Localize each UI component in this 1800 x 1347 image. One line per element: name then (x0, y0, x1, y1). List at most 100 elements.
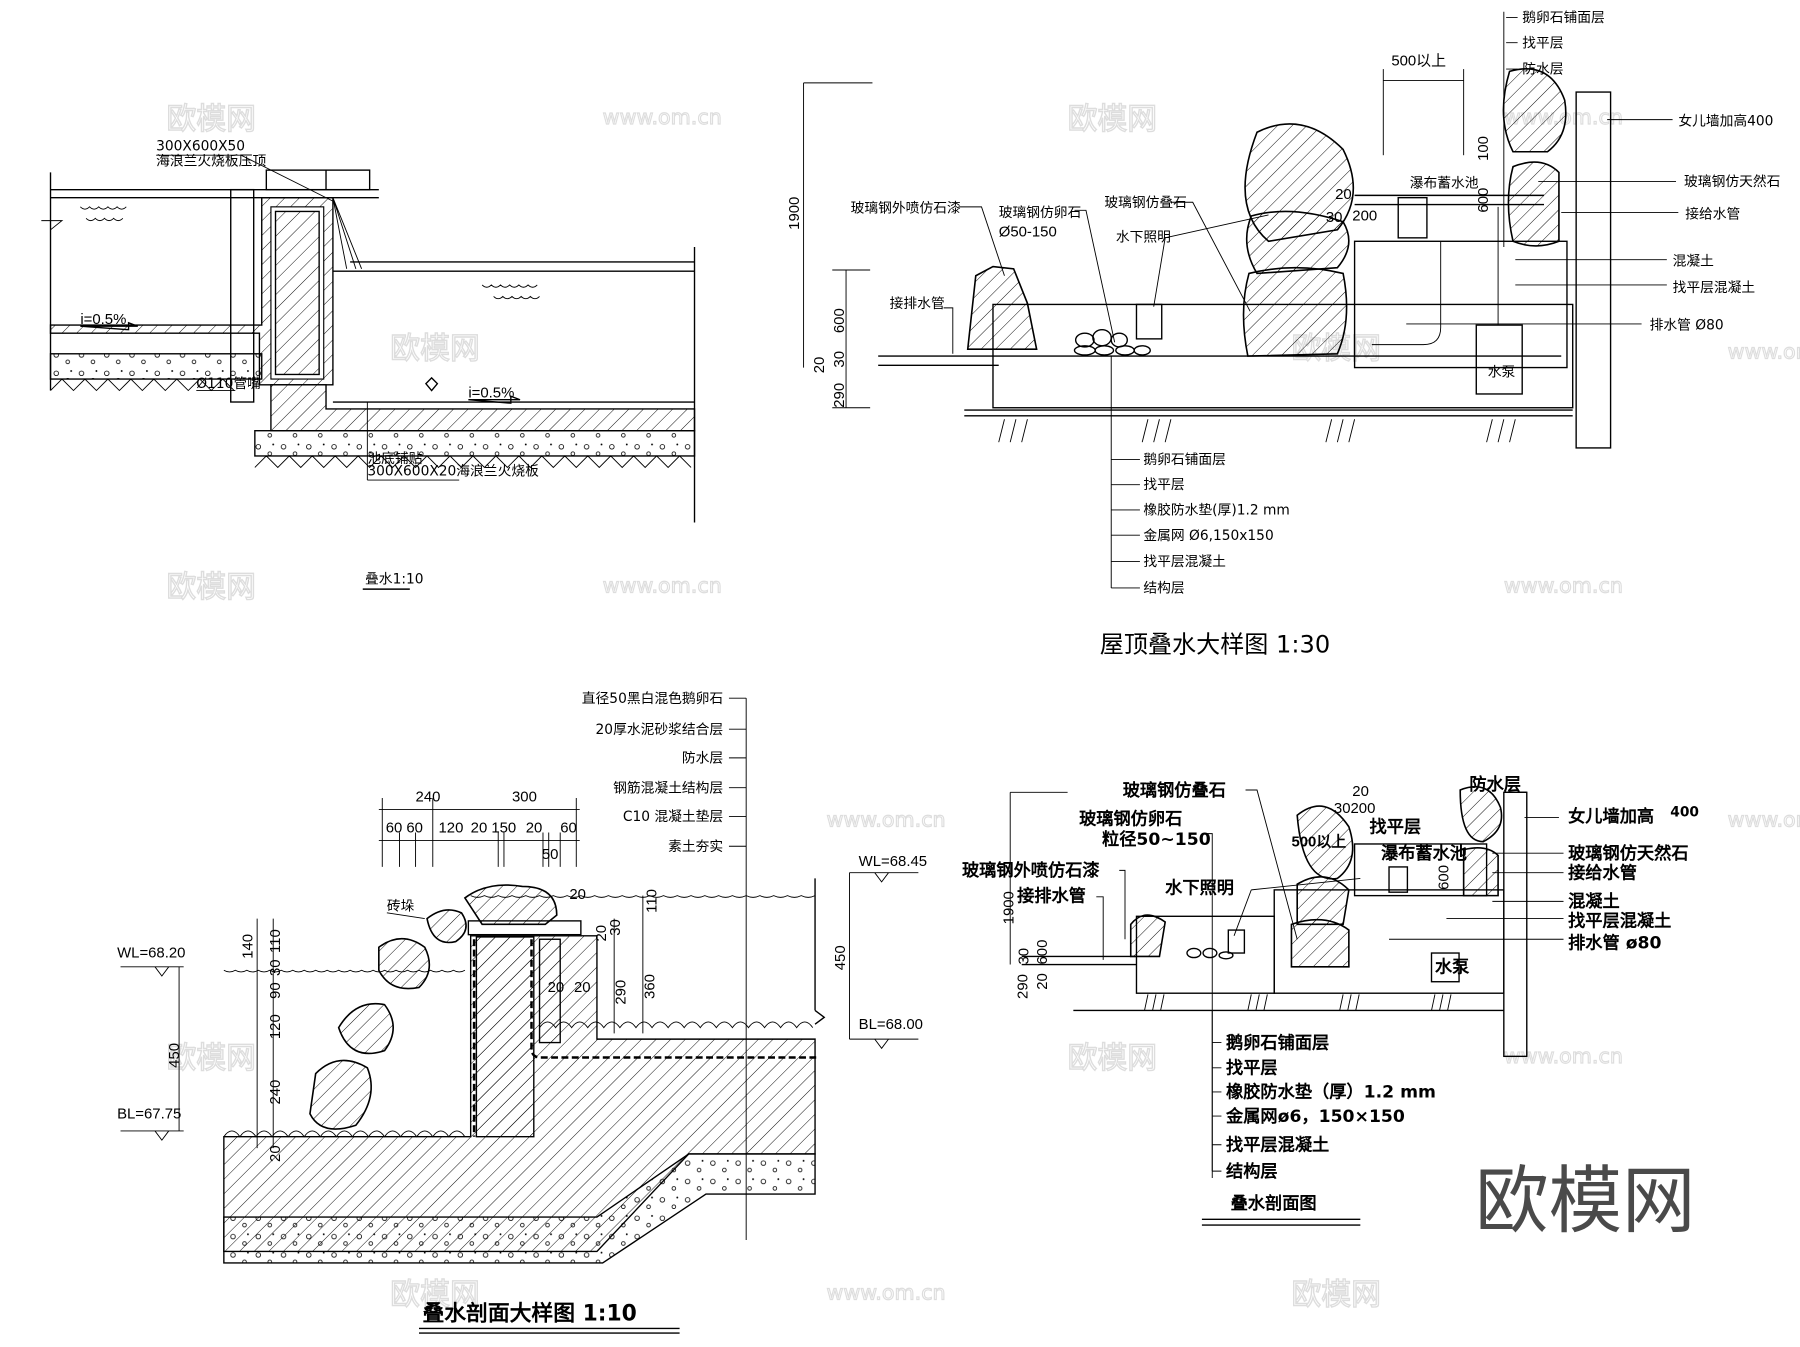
svg-text:欧模网: 欧模网 (166, 102, 255, 137)
svg-text:20: 20 (1335, 186, 1352, 203)
svg-text:金属网 Ø6,150x150: 金属网 Ø6,150x150 (1143, 528, 1273, 544)
cobbles (1073, 328, 1151, 356)
svg-text:20: 20 (526, 819, 543, 836)
svg-text:240: 240 (416, 788, 441, 805)
svg-text:玻璃钢仿天然石: 玻璃钢仿天然石 (1568, 843, 1688, 864)
svg-text:300X600X50: 300X600X50 (156, 139, 245, 155)
svg-text:20: 20 (569, 886, 586, 903)
svg-text:60: 60 (386, 819, 403, 836)
svg-text:找平层混凝土: 找平层混凝土 (1568, 911, 1671, 932)
svg-text:结构层: 结构层 (1226, 1161, 1278, 1182)
svg-text:Ø110管嘴: Ø110管嘴 (196, 376, 261, 392)
svg-text:粒径50~150: 粒径50~150 (1102, 829, 1211, 850)
svg-text:瀑布蓄水池: 瀑布蓄水池 (1381, 843, 1467, 864)
drawing2-title: 屋顶叠水大样图 1:30 (1100, 630, 1330, 658)
svg-text:450: 450 (166, 1043, 183, 1068)
svg-text:找平层混凝土: 找平层混凝土 (1226, 1134, 1329, 1155)
svg-text:140: 140 (240, 934, 257, 959)
svg-text:排水管 ø80: 排水管 ø80 (1568, 932, 1661, 953)
svg-text:110: 110 (644, 889, 661, 913)
svg-text:鹅卵石铺面层: 鹅卵石铺面层 (1143, 451, 1226, 468)
svg-text:欧模网: 欧模网 (390, 1277, 479, 1312)
svg-text:水下照明: 水下照明 (1165, 877, 1234, 898)
svg-text:600: 600 (1436, 865, 1453, 890)
svg-text:30: 30 (1326, 209, 1343, 226)
svg-text:找平层: 找平层 (1226, 1058, 1278, 1079)
svg-text:鹅卵石铺面层: 鹅卵石铺面层 (1522, 9, 1605, 26)
drawing-cascade-1-10: i=0.5% i=0.5% 300X600X50 海浪兰火烧板压顶 Ø110管嘴… (41, 139, 696, 590)
svg-text:90: 90 (267, 982, 284, 999)
svg-text:150: 150 (491, 819, 516, 836)
svg-text:女儿墙加高: 女儿墙加高 (1568, 806, 1654, 827)
svg-text:欧模网: 欧模网 (390, 331, 479, 366)
svg-text:300: 300 (512, 788, 537, 805)
watermarks: 欧模网 www.om.cn 欧模网 www.om.cn 欧模网 欧模网 www.… (166, 101, 1800, 1313)
svg-text:防水层: 防水层 (1522, 62, 1563, 78)
svg-text:直径50黑白混色鹅卵石: 直径50黑白混色鹅卵石 (582, 690, 723, 707)
svg-text:接给水管: 接给水管 (1685, 205, 1740, 222)
svg-text:池底铺贴: 池底铺贴 (367, 451, 422, 467)
svg-text:290: 290 (831, 383, 848, 408)
svg-text:www.om.cn: www.om.cn (603, 105, 722, 129)
svg-text:橡胶防水垫(厚)1.2 mm: 橡胶防水垫(厚)1.2 mm (1143, 502, 1289, 519)
svg-text:防水层: 防水层 (1469, 774, 1521, 795)
svg-text:100: 100 (1475, 136, 1492, 161)
svg-text:200: 200 (1352, 208, 1377, 225)
svg-text:500以上: 500以上 (1391, 53, 1446, 70)
svg-text:www.om.cn: www.om.cn (1504, 574, 1623, 598)
svg-text:400: 400 (1670, 804, 1699, 820)
layer-list-section: 直径50黑白混色鹅卵石 20厚水泥砂浆结合层 防水层 钢筋混凝土结构层 C10 … (582, 690, 747, 1241)
svg-text:290: 290 (613, 980, 630, 1005)
svg-text:20: 20 (1034, 973, 1051, 990)
svg-text:20: 20 (574, 979, 591, 996)
svg-text:玻璃钢仿卵石: 玻璃钢仿卵石 (1079, 808, 1182, 829)
svg-text:30: 30 (607, 919, 624, 936)
svg-text:欧模网: 欧模网 (166, 570, 255, 605)
svg-text:防水层: 防水层 (682, 750, 723, 766)
svg-text:玻璃钢外喷仿石漆: 玻璃钢外喷仿石漆 (962, 860, 1100, 881)
svg-text:30: 30 (831, 351, 848, 368)
svg-text:360: 360 (641, 974, 658, 999)
svg-text:290: 290 (1014, 974, 1031, 999)
svg-text:找平层: 找平层 (1143, 477, 1184, 493)
svg-text:接排水管: 接排水管 (1017, 885, 1086, 906)
svg-text:60: 60 (406, 819, 423, 836)
svg-text:50: 50 (542, 846, 559, 863)
svg-text:玻璃钢仿叠石: 玻璃钢仿叠石 (1123, 780, 1226, 801)
layer-list-plain: 鹅卵石铺面层 找平层 橡胶防水垫（厚）1.2 mm 金属网ø6，150×150 … (1211, 1010, 1436, 1182)
svg-text:450: 450 (832, 945, 849, 970)
svg-text:水泵: 水泵 (1435, 957, 1470, 978)
svg-text:玻璃钢仿叠石: 玻璃钢仿叠石 (1104, 194, 1187, 211)
svg-text:www.om.cn: www.om.cn (1728, 808, 1800, 832)
svg-text:混凝土: 混凝土 (1673, 253, 1715, 269)
svg-text:300X600X20海浪兰火烧板: 300X600X20海浪兰火烧板 (367, 463, 539, 479)
svg-text:www.om.cn: www.om.cn (827, 808, 946, 832)
svg-text:20: 20 (1352, 783, 1369, 800)
drawing4-title: 叠水剖面图 (1231, 1193, 1317, 1214)
svg-text:i=0.5%: i=0.5% (80, 311, 126, 328)
cobble-bed (223, 1021, 814, 1138)
svg-text:水下照明: 水下照明 (1116, 229, 1171, 245)
layer-list-roof: 鹅卵石铺面层 找平层 橡胶防水垫(厚)1.2 mm 金属网 Ø6,150x150… (1111, 451, 1290, 597)
svg-text:20: 20 (811, 357, 828, 374)
cobbles-small (1186, 947, 1234, 960)
svg-text:混凝土: 混凝土 (1568, 891, 1620, 912)
drawing-cascade-section-plain: 1900 600 30 290 20 水泵 玻璃钢仿叠石 玻璃钢仿卵石 粒径50… (962, 774, 1699, 1226)
svg-text:欧模网: 欧模网 (1291, 1277, 1380, 1312)
svg-text:玻璃钢仿天然石: 玻璃钢仿天然石 (1684, 173, 1780, 190)
svg-text:i=0.5%: i=0.5% (468, 384, 514, 401)
svg-text:1900: 1900 (786, 197, 803, 230)
svg-text:鹅卵石铺面层: 鹅卵石铺面层 (1226, 1032, 1329, 1053)
svg-text:240: 240 (267, 1080, 284, 1105)
svg-text:找平层: 找平层 (1370, 816, 1422, 837)
svg-text:找平层: 找平层 (1522, 35, 1563, 51)
svg-text:接排水管: 接排水管 (890, 295, 945, 312)
svg-text:20: 20 (593, 925, 610, 942)
svg-text:600: 600 (1034, 940, 1051, 965)
svg-text:找平层混凝土: 找平层混凝土 (1143, 554, 1226, 570)
svg-text:玻璃钢仿卵石: 玻璃钢仿卵石 (999, 204, 1082, 221)
svg-text:120: 120 (267, 1014, 284, 1039)
svg-text:结构层: 结构层 (1143, 581, 1184, 597)
svg-text:20: 20 (267, 1145, 284, 1162)
